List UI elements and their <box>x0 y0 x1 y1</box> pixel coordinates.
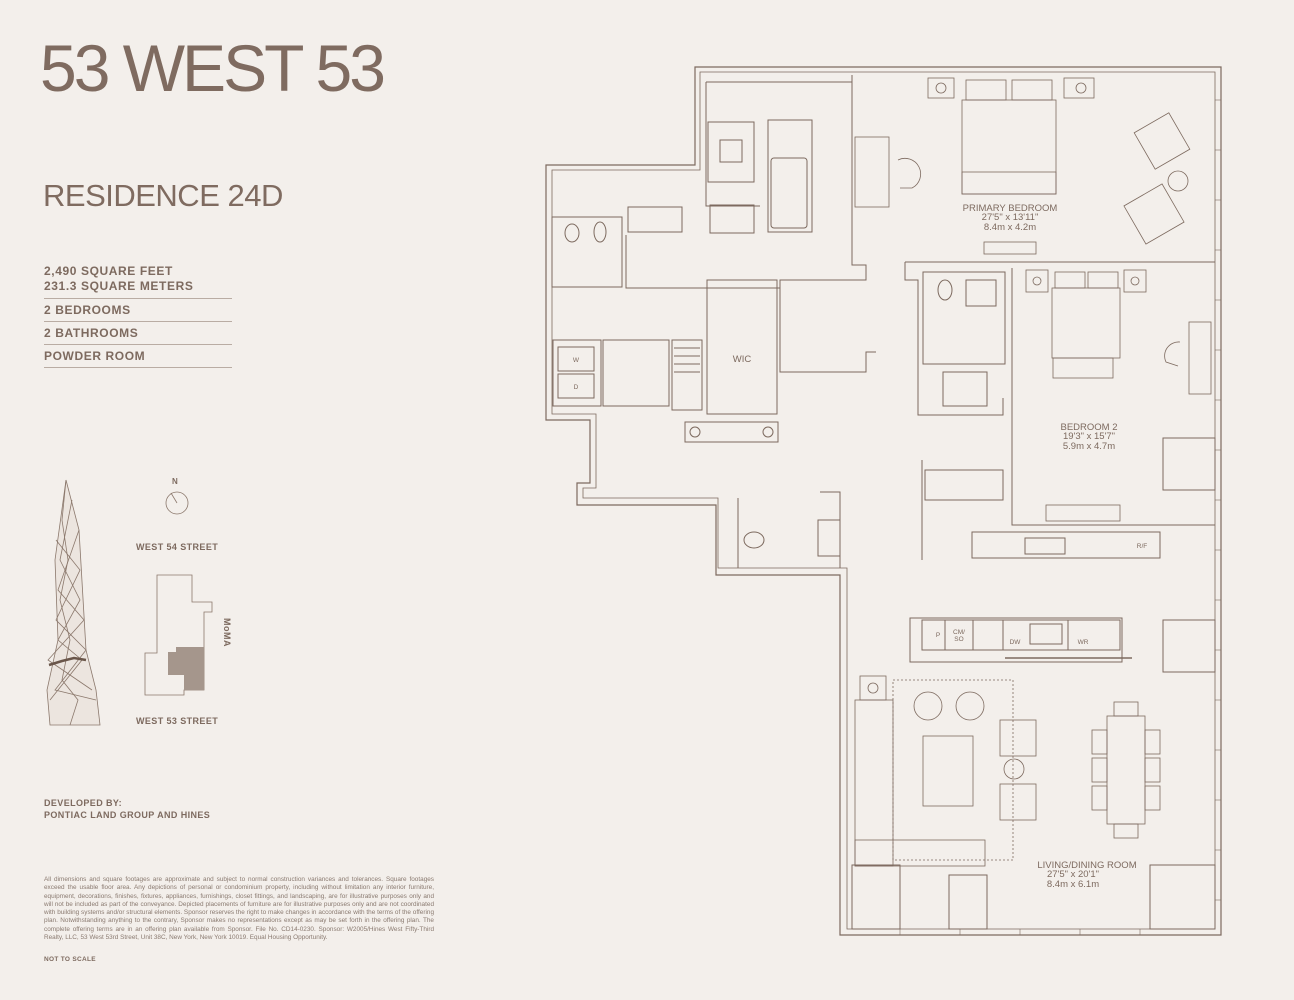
bedroom2-imperial: 19'3" x 15'7" <box>1063 431 1115 442</box>
tower-illustration <box>46 479 101 726</box>
living-imperial: 27'5" x 20'1" <box>1047 869 1099 880</box>
not-to-scale-label: NOT TO SCALE <box>44 956 96 963</box>
dw-label: DW <box>1010 639 1022 646</box>
floor-plan <box>545 66 1222 936</box>
bedroom2-name: BEDROOM 2 <box>1060 422 1117 433</box>
living-name: LIVING/DINING ROOM <box>1037 860 1136 871</box>
compass-north-label: N <box>172 477 178 486</box>
rf-label: R/F <box>1137 543 1148 550</box>
wic-label: WIC <box>733 354 752 365</box>
cmso-label: CM/ <box>953 629 965 636</box>
spec-bedrooms: 2 BEDROOMS <box>44 299 232 322</box>
spec-powder: POWDER ROOM <box>44 345 232 368</box>
legal-disclaimer: All dimensions and square footages are a… <box>44 876 434 942</box>
p-label: P <box>936 632 940 639</box>
primary-bedroom-imperial: 27'5" x 13'11" <box>982 212 1039 223</box>
spec-bathrooms: 2 BATHROOMS <box>44 322 232 345</box>
spec-area-sqm: 231.3 SQUARE METERS <box>44 279 194 293</box>
spec-area-sqft: 2,490 SQUARE FEET <box>44 264 173 278</box>
compass-needle <box>170 492 178 504</box>
dryer-label: D <box>574 384 579 391</box>
primary-bedroom-name: PRIMARY BEDROOM <box>963 203 1058 214</box>
bedroom2-metric: 5.9m x 4.7m <box>1063 441 1115 452</box>
moma-label: MoMA <box>222 618 232 647</box>
furniture <box>854 77 1212 867</box>
site-plan-building <box>168 647 204 690</box>
cmso-label-2: SO <box>954 636 963 643</box>
primary-bedroom-metric: 8.4m x 4.2m <box>984 222 1036 233</box>
spec-area: 2,490 SQUARE FEET 231.3 SQUARE METERS <box>44 264 232 299</box>
developer-block: DEVELOPED BY: PONTIAC LAND GROUP AND HIN… <box>44 797 210 821</box>
developer-label: DEVELOPED BY: <box>44 798 123 808</box>
brand-title: 53 WEST 53 <box>40 31 386 105</box>
washer-label: W <box>573 357 580 364</box>
living-metric: 8.4m x 6.1m <box>1047 879 1099 890</box>
residence-title: RESIDENCE 24D <box>43 178 283 213</box>
room-labels: PRIMARY BEDROOM 27'5" x 13'11" 8.4m x 4.… <box>573 203 1147 890</box>
compass-icon <box>165 491 189 515</box>
developer-name: PONTIAC LAND GROUP AND HINES <box>44 810 211 820</box>
wr-label: WR <box>1078 639 1089 646</box>
window-mullions <box>899 99 1221 935</box>
specs-list: 2,490 SQUARE FEET 231.3 SQUARE METERS 2 … <box>44 264 232 368</box>
street-north-label: WEST 54 STREET <box>136 542 219 552</box>
street-south-label: WEST 53 STREET <box>136 716 219 726</box>
